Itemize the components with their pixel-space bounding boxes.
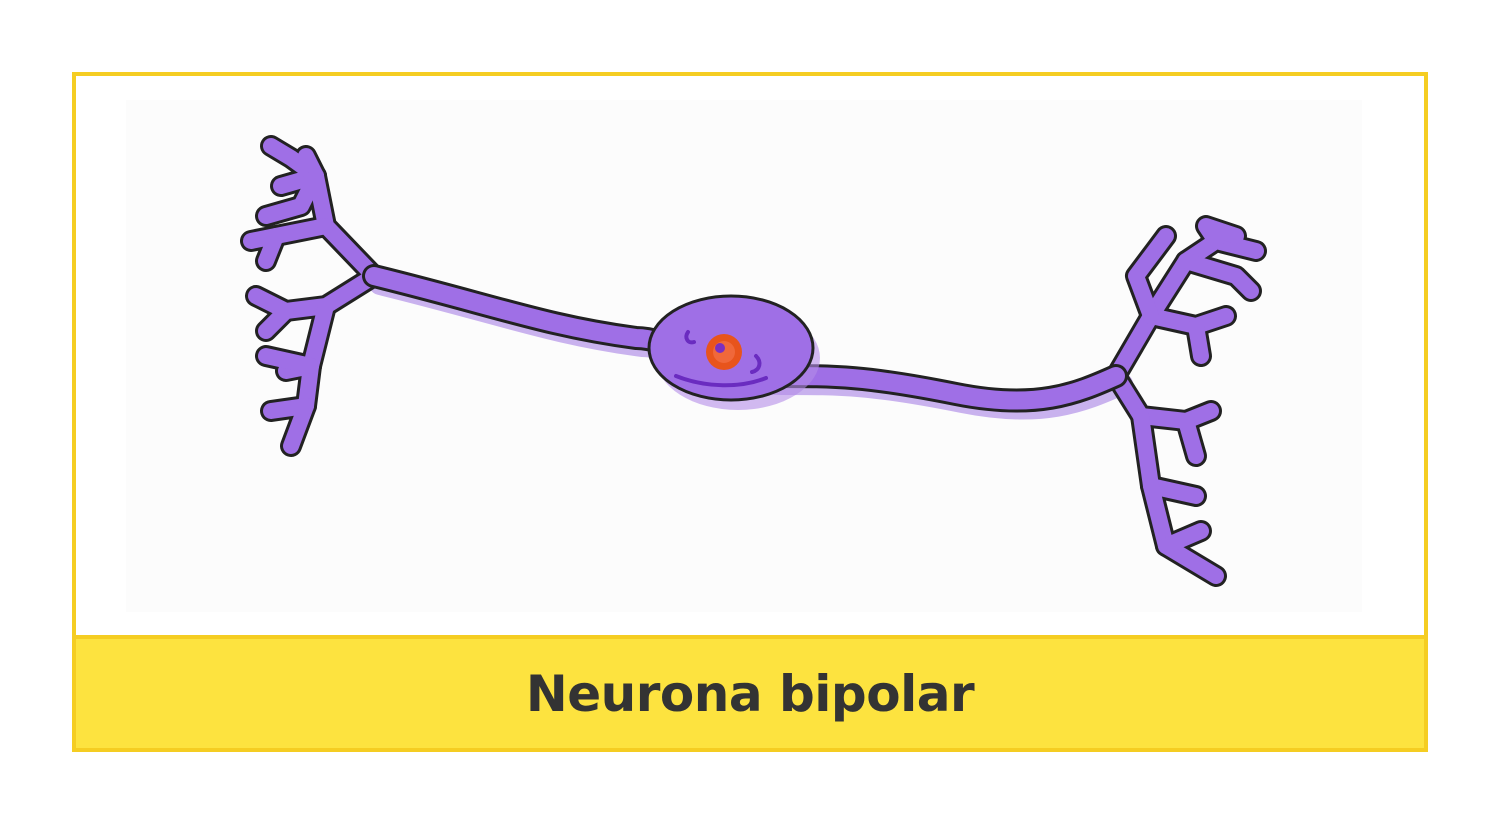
nucleus <box>706 334 742 370</box>
neuron-card: Neurona bipolar <box>72 72 1428 752</box>
left-dendrites <box>240 135 385 457</box>
neuron-illustration <box>76 76 1424 639</box>
caption-bar: Neurona bipolar <box>76 639 1424 748</box>
right-dendrites <box>1105 215 1267 587</box>
caption-title: Neurona bipolar <box>525 664 975 723</box>
bipolar-neuron-diagram <box>126 100 1362 612</box>
